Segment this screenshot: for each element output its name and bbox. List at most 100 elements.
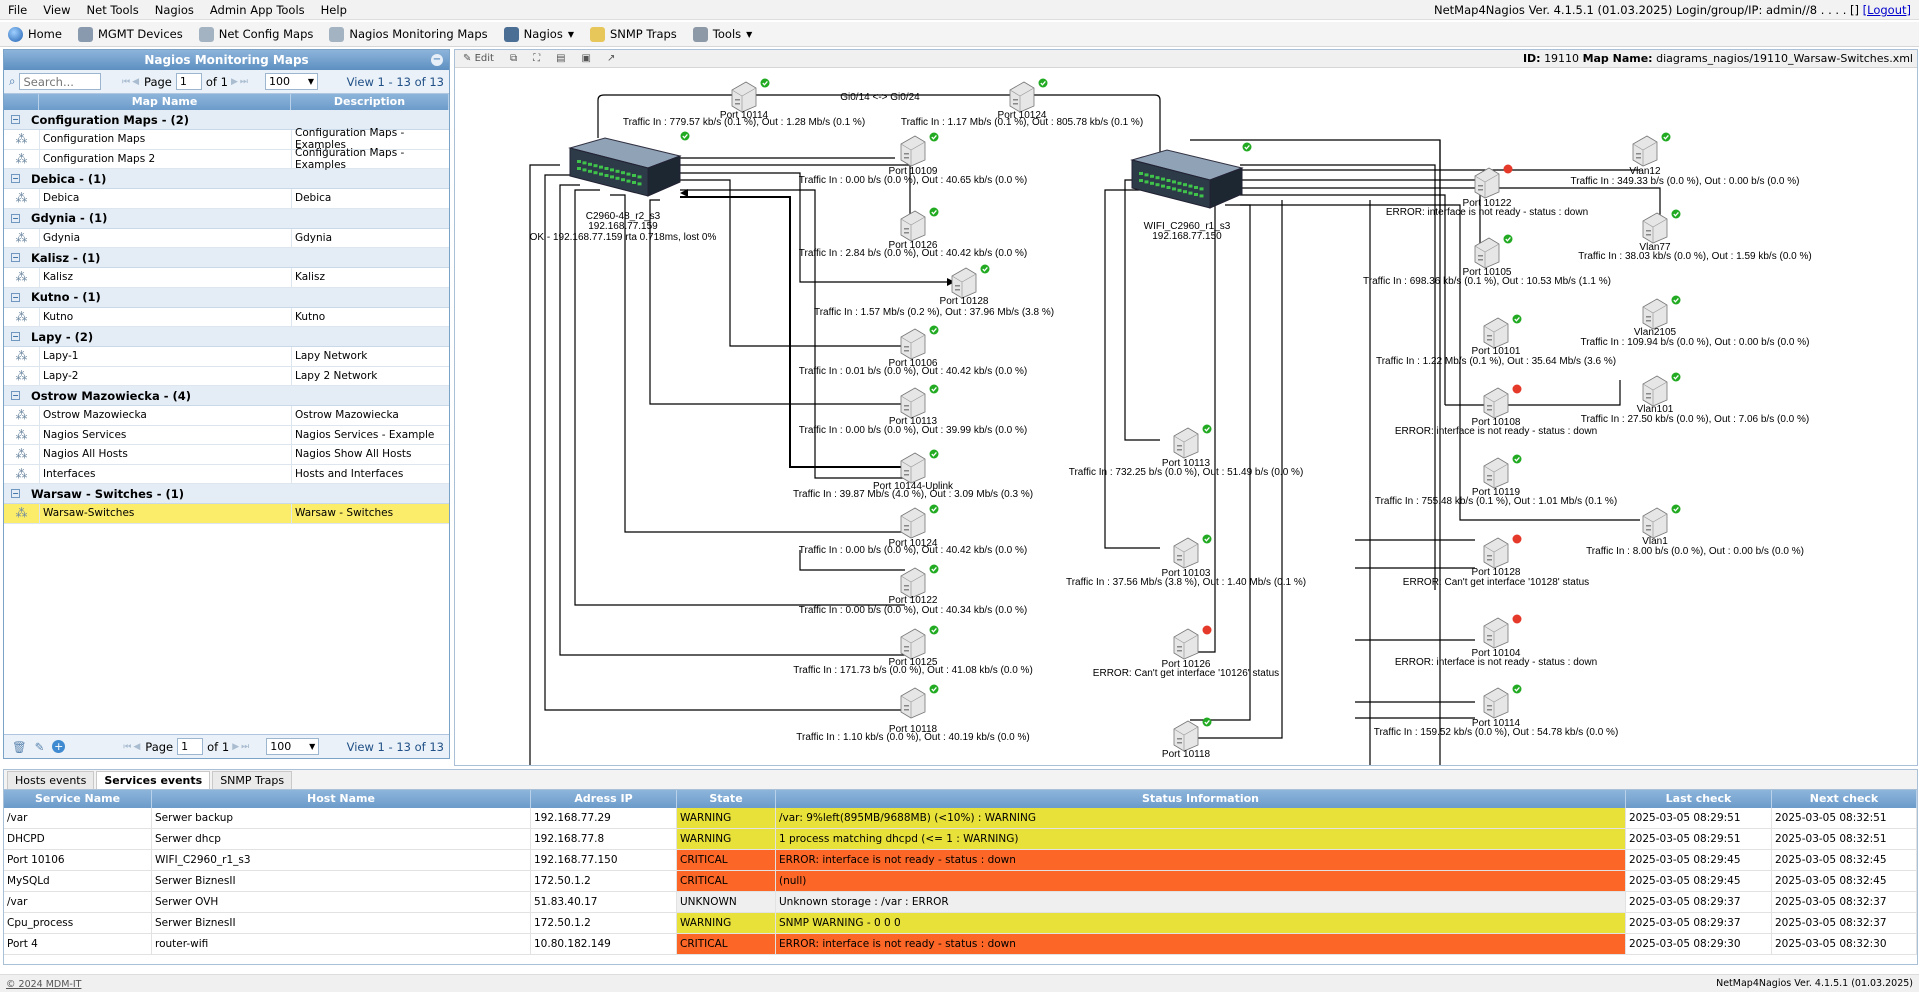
- note-icon[interactable]: ▤: [556, 53, 566, 64]
- server-icon[interactable]: [1642, 212, 1668, 244]
- server-icon[interactable]: [900, 687, 926, 719]
- tools-menu-button[interactable]: Tools▼: [685, 26, 761, 42]
- tab-snmp-traps[interactable]: SNMP Traps: [212, 771, 293, 789]
- rows-per-page-select[interactable]: 100▼: [264, 73, 318, 90]
- menu-nagios[interactable]: Nagios: [154, 2, 194, 17]
- snmp-traps-button[interactable]: SNMP Traps: [582, 26, 685, 42]
- search-input[interactable]: [19, 73, 102, 90]
- tab-services-events[interactable]: Services events: [96, 771, 211, 789]
- map-group-header[interactable]: −Debica - (1): [4, 169, 449, 189]
- col-address-ip[interactable]: Adress IP: [531, 790, 677, 808]
- next-last-page-icon[interactable]: ▶⏭: [232, 741, 252, 752]
- col-service-name[interactable]: Service Name: [4, 790, 152, 808]
- menu-help[interactable]: Help: [320, 2, 347, 17]
- tab-hosts-events[interactable]: Hosts events: [7, 771, 95, 789]
- edit-button[interactable]: ✎ Edit: [463, 53, 494, 64]
- nagios-monitoring-maps-button[interactable]: Nagios Monitoring Maps: [321, 26, 495, 42]
- col-status-information[interactable]: Status Information: [776, 790, 1626, 808]
- collapse-icon[interactable]: −: [431, 54, 443, 66]
- menu-file[interactable]: File: [8, 2, 28, 17]
- menu-net-tools[interactable]: Net Tools: [86, 2, 139, 17]
- col-next-check[interactable]: Next check: [1772, 790, 1917, 808]
- map-group-header[interactable]: −Ostrow Mazowiecka - (4): [4, 386, 449, 406]
- copy-icon[interactable]: ⧉: [509, 53, 518, 64]
- col-host-name[interactable]: Host Name: [152, 790, 531, 808]
- expand-icon[interactable]: −: [11, 253, 20, 262]
- map-group-header[interactable]: −Lapy - (2): [4, 327, 449, 347]
- nagios-menu-button[interactable]: Nagios▼: [496, 26, 582, 42]
- server-icon[interactable]: [1474, 167, 1500, 199]
- page-input[interactable]: [177, 738, 204, 755]
- save-icon[interactable]: ▣: [581, 53, 591, 64]
- server-icon[interactable]: [1173, 720, 1199, 752]
- server-icon[interactable]: [1483, 317, 1509, 349]
- server-icon[interactable]: [900, 135, 926, 167]
- expand-icon[interactable]: −: [11, 332, 20, 341]
- server-icon[interactable]: [1642, 507, 1668, 539]
- map-group-header[interactable]: −Configuration Maps - (2): [4, 110, 449, 130]
- server-icon[interactable]: [1483, 387, 1509, 419]
- server-icon[interactable]: [1009, 81, 1035, 113]
- expand-icon[interactable]: −: [11, 292, 20, 302]
- map-group-header[interactable]: −Warsaw - Switches - (1): [4, 484, 449, 504]
- expand-icon[interactable]: −: [11, 174, 20, 183]
- server-icon[interactable]: [1483, 687, 1509, 719]
- server-icon[interactable]: [1173, 537, 1199, 569]
- server-icon[interactable]: [1642, 375, 1668, 407]
- server-icon[interactable]: [900, 210, 926, 242]
- logout-link[interactable]: [Logout]: [1862, 3, 1911, 17]
- page-input[interactable]: [175, 73, 202, 90]
- mgmt-devices-button[interactable]: MGMT Devices: [70, 26, 191, 42]
- server-icon[interactable]: [1642, 298, 1668, 330]
- rows-per-page-select[interactable]: 100▼: [266, 738, 320, 755]
- server-icon[interactable]: [1173, 628, 1199, 660]
- first-prev-page-icon[interactable]: ⏮◀: [123, 741, 143, 752]
- edit-icon[interactable]: ✎: [34, 739, 45, 754]
- map-name-column-header[interactable]: Map Name: [39, 94, 291, 110]
- server-icon[interactable]: [1483, 617, 1509, 649]
- first-prev-page-icon[interactable]: ⏮◀: [122, 76, 142, 87]
- server-icon[interactable]: [900, 452, 926, 484]
- server-icon[interactable]: [900, 567, 926, 599]
- server-icon[interactable]: [1483, 537, 1509, 569]
- map-group-header[interactable]: −Kalisz - (1): [4, 248, 449, 268]
- description-column-header[interactable]: Description: [291, 94, 449, 110]
- fullscreen-icon[interactable]: ⛶: [533, 53, 541, 64]
- server-icon[interactable]: [1632, 135, 1658, 167]
- expand-icon[interactable]: −: [11, 391, 20, 400]
- expand-icon[interactable]: −: [11, 489, 20, 498]
- col-state[interactable]: State: [677, 790, 776, 808]
- server-icon[interactable]: [900, 628, 926, 660]
- server-icon[interactable]: [900, 328, 926, 360]
- col-last-check[interactable]: Last check: [1626, 790, 1772, 808]
- menu-view[interactable]: View: [43, 2, 71, 17]
- net-config-maps-button[interactable]: Net Config Maps: [191, 26, 322, 42]
- server-icon[interactable]: [900, 387, 926, 419]
- home-button[interactable]: Home: [0, 26, 70, 42]
- server-icon[interactable]: [1173, 427, 1199, 459]
- next-last-page-icon[interactable]: ▶⏭: [230, 76, 250, 87]
- server-icon[interactable]: [951, 267, 977, 299]
- server-icon[interactable]: [900, 507, 926, 539]
- expand-icon[interactable]: −: [11, 213, 20, 223]
- copyright-link[interactable]: © 2024 MDM-IT: [6, 979, 82, 990]
- menu-admin-app-tools[interactable]: Admin App Tools: [209, 2, 305, 17]
- expand-icon[interactable]: −: [11, 115, 20, 124]
